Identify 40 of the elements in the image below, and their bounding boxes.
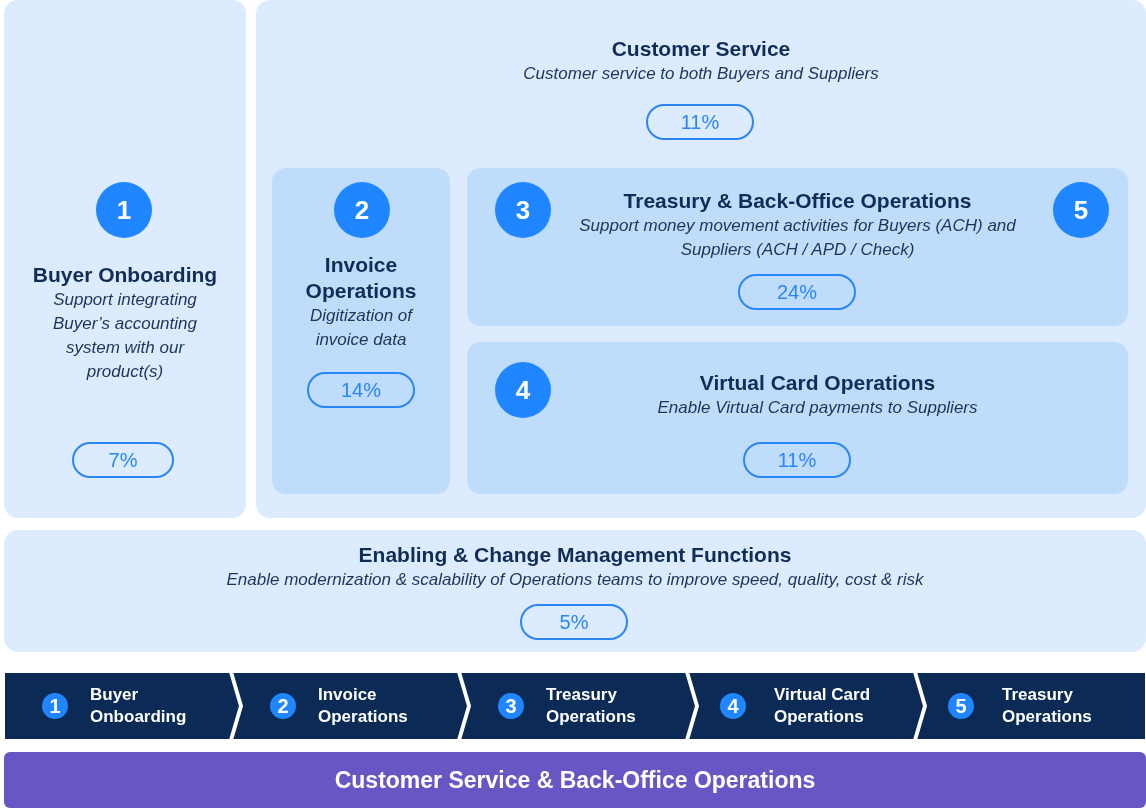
step-label: Treasury Operations (546, 684, 637, 728)
panel-card (4, 530, 1146, 652)
step-number-circle: 4 (495, 362, 551, 418)
footer-banner: Customer Service & Back-Office Operations (4, 752, 1146, 808)
section-heading: Treasury & Back-Office Operations (622, 188, 973, 214)
chevron-step (688, 672, 924, 740)
chevron-step (4, 672, 240, 740)
step-label: Invoice Operations (318, 684, 409, 728)
percentage-pill: 5% (520, 604, 628, 640)
section-heading: Buyer Onboarding (31, 262, 219, 288)
panel-card (467, 342, 1128, 494)
section-description: Enable modernization & scalability of Operations teams to improve speed, quality, cost & risk (225, 569, 925, 591)
step-label: Treasury Operations (1002, 684, 1093, 728)
chevron-step (460, 672, 696, 740)
panel-card (4, 0, 246, 518)
step-number-circle: 5 (1053, 182, 1109, 238)
section-description: Customer service to both Buyers and Suppliers (522, 63, 880, 85)
chevron-step (916, 672, 1146, 740)
percentage-pill: 24% (738, 274, 856, 310)
percentage-pill: 11% (743, 442, 851, 478)
panel-card (467, 168, 1128, 326)
section-description: Enable Virtual Card payments to Suppliers (656, 397, 979, 419)
step-number-circle: 1 (96, 182, 152, 238)
section-description: Support integrating Buyer’s accounting system with our product(s) (52, 289, 198, 383)
section-description: Support money movement activities for Buyers (ACH) and Suppliers (ACH / APD / Check) (578, 215, 1017, 261)
section-description: Digitization of invoice data (308, 305, 415, 351)
percentage-pill: 11% (646, 104, 754, 140)
step-number-circle: 3 (495, 182, 551, 238)
percentage-pill: 14% (307, 372, 415, 408)
step-label: Virtual Card Operations (774, 684, 872, 728)
panel-card (256, 0, 1146, 518)
section-heading: Customer Service (610, 36, 792, 62)
section-heading: Enabling & Change Management Functions (357, 542, 793, 568)
step-number-circle: 2 (334, 182, 390, 238)
percentage-pill: 7% (72, 442, 174, 478)
step-label: Buyer Onboarding (90, 684, 188, 728)
chevron-step (232, 672, 468, 740)
panel-card (272, 168, 450, 494)
section-heading: Virtual Card Operations (698, 370, 937, 396)
section-heading: Invoice Operations (304, 252, 418, 304)
